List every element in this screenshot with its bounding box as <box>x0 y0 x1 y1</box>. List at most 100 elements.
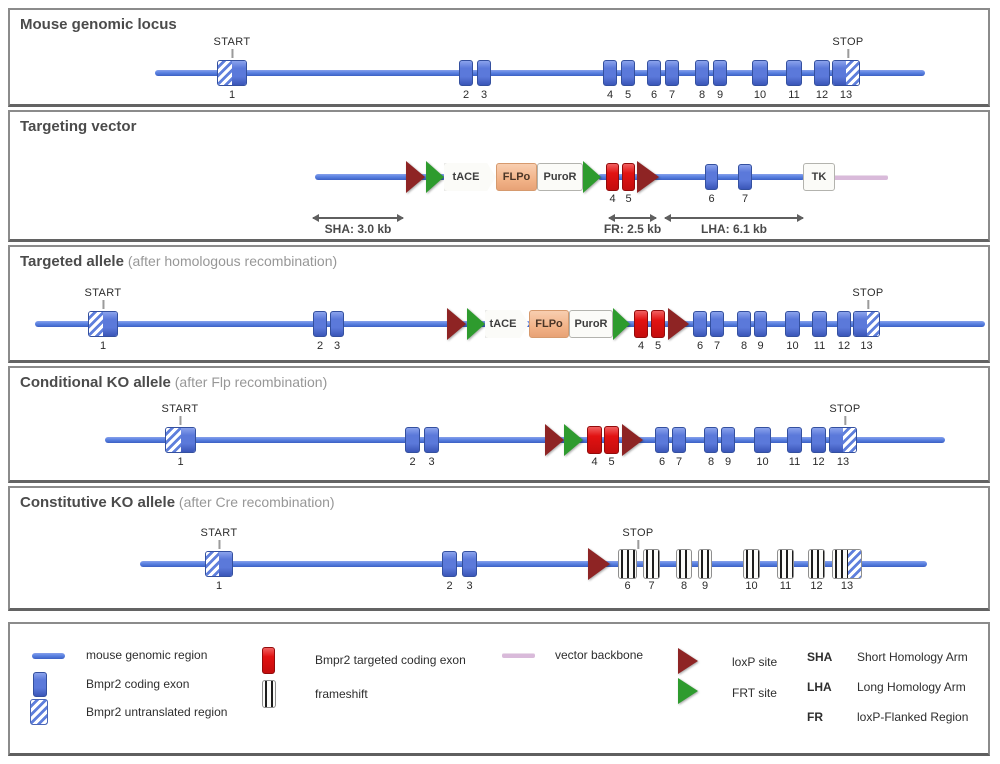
exon-1 <box>88 311 118 337</box>
legend-panel: mouse genomic region Bmpr2 coding exon B… <box>8 622 990 756</box>
coding-exon-12 <box>814 60 830 86</box>
marker-text: START <box>84 287 122 299</box>
coding-exon-6 <box>693 311 707 337</box>
coding-part <box>219 552 232 576</box>
coding-part <box>833 61 846 85</box>
puror-box: PuroR <box>569 310 613 338</box>
coding-exon-7 <box>665 60 679 86</box>
genomic-region-line <box>315 174 446 180</box>
exon-number: 6 <box>658 456 666 468</box>
panel-title: Constitutive KO allele (after Cre recomb… <box>20 494 335 512</box>
coding-part <box>180 428 195 452</box>
frt-site-icon <box>583 161 601 193</box>
coding-exon-11 <box>786 60 802 86</box>
stop-marker: STOP <box>832 36 863 58</box>
coding-exon-7 <box>710 311 724 337</box>
flpo-box: FLPo <box>529 310 569 338</box>
panel-title: Conditional KO allele (after Flp recombi… <box>20 374 327 392</box>
measure-label: FR: 2.5 kb <box>603 222 662 236</box>
exon-number: 11 <box>779 580 792 592</box>
genomic-region-line <box>105 437 945 443</box>
coding-part <box>103 312 117 336</box>
coding-exon-12 <box>837 311 851 337</box>
marker-text: START <box>161 403 199 415</box>
frameshift-swatch <box>262 680 276 708</box>
exon-1 <box>165 427 196 453</box>
vector-backbone-line <box>833 175 888 180</box>
exon-1 <box>205 551 233 577</box>
exon-number: 1 <box>177 456 184 468</box>
exon-number: 2 <box>409 456 416 468</box>
measure-fr <box>608 214 657 222</box>
targeted-exon-4 <box>587 426 602 454</box>
coding-exon-10 <box>785 311 800 337</box>
abbr-fr: FR <box>807 710 823 724</box>
coding-exon-6 <box>705 164 718 190</box>
coding-exon-3 <box>330 311 344 337</box>
frameshift-exon-9 <box>698 549 712 579</box>
panel-title: Targeting vector <box>20 118 136 136</box>
exon-number: 12 <box>837 340 851 352</box>
frameshift-exon-12 <box>808 549 825 579</box>
exon-number: 5 <box>625 193 632 205</box>
exon-number: 9 <box>701 580 709 592</box>
exon-13 <box>832 60 860 86</box>
loxp-site-swatch <box>678 648 698 674</box>
frt-site-icon <box>564 424 583 456</box>
exon-number: 13 <box>840 580 854 592</box>
utr-hatch <box>218 61 232 85</box>
frameshift-exon-6 <box>618 549 637 579</box>
puror-box: PuroR <box>537 163 583 191</box>
coding-exon-swatch <box>33 672 47 697</box>
panel-title: Targeted allele (after homologous recomb… <box>20 253 337 271</box>
legend-label: vector backbone <box>555 648 644 662</box>
loxp-site-icon <box>447 308 466 340</box>
exon-number: 7 <box>668 89 676 101</box>
exon-number: 8 <box>680 580 688 592</box>
genomic-region-swatch <box>32 653 65 659</box>
coding-exon-9 <box>721 427 735 453</box>
panel-subtitle-text: (after Flp recombination) <box>170 374 328 390</box>
vector-backbone-swatch <box>502 653 535 658</box>
marker-tick <box>217 540 220 549</box>
measure-sha <box>312 214 404 222</box>
panel-title-text: Constitutive KO allele <box>20 494 176 511</box>
marker-text: STOP <box>622 527 654 539</box>
exon-number: 6 <box>696 340 704 352</box>
exon-number: 8 <box>740 340 748 352</box>
exon-number: 4 <box>637 340 645 352</box>
exon-number: 8 <box>698 89 706 101</box>
exon-13 <box>829 427 857 453</box>
exon-number: 11 <box>788 89 800 101</box>
coding-part <box>854 312 867 336</box>
genomic-region-line <box>140 561 927 567</box>
coding-exon-8 <box>704 427 718 453</box>
coding-exon-10 <box>752 60 768 86</box>
marker-tick <box>636 540 639 549</box>
legend-label: frameshift <box>315 687 368 701</box>
exon-number: 2 <box>462 89 470 101</box>
exon-number: 2 <box>446 580 453 592</box>
marker-tick <box>843 416 846 425</box>
exon-number: 6 <box>650 89 658 101</box>
utr-hatch <box>206 552 219 576</box>
legend-label: loxP site <box>732 655 778 669</box>
legend-label: Bmpr2 coding exon <box>86 677 190 691</box>
exon-number: 12 <box>815 89 829 101</box>
coding-exon-12 <box>811 427 826 453</box>
coding-exon-2 <box>405 427 420 453</box>
exon-number: 10 <box>753 89 767 101</box>
utr-hatch <box>89 312 103 336</box>
legend-label: Bmpr2 targeted coding exon <box>315 653 466 667</box>
coding-exon-6 <box>655 427 669 453</box>
coding-exon-2 <box>313 311 327 337</box>
exon-number: 5 <box>608 456 615 468</box>
coding-exon-4 <box>603 60 617 86</box>
frameshift-exon-11 <box>777 549 794 579</box>
legend-label: mouse genomic region <box>86 648 208 662</box>
start-marker: START <box>161 403 198 425</box>
stop-marker: STOP <box>852 287 883 309</box>
exon-number: 4 <box>591 456 598 468</box>
targeted-exon-5 <box>622 163 635 191</box>
exon-number: 13 <box>836 456 850 468</box>
